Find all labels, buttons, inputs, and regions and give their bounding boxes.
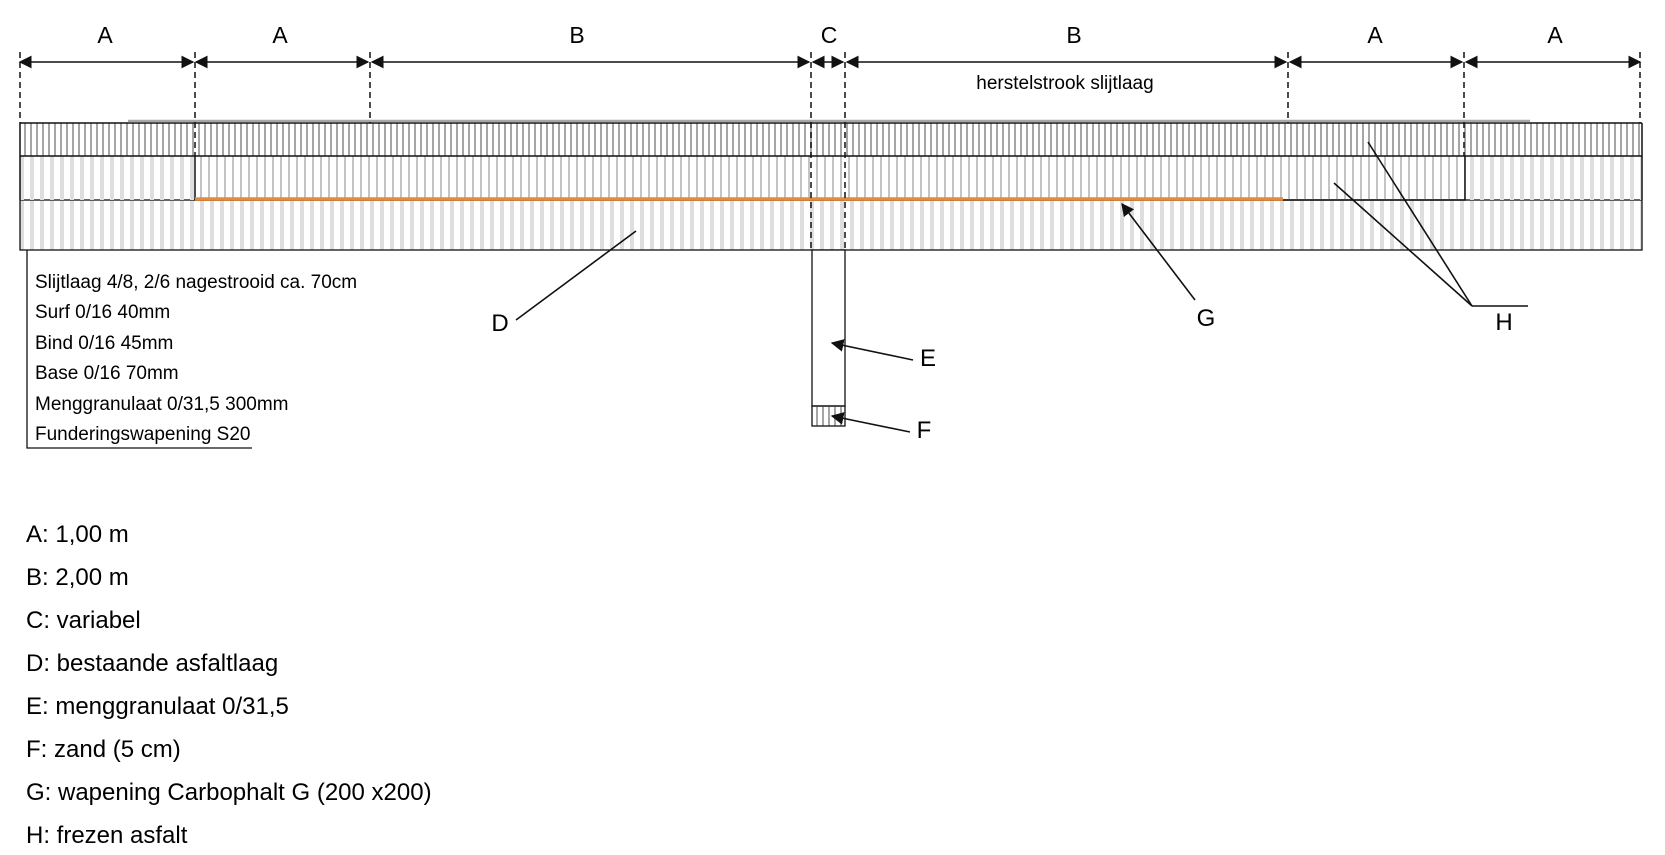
layer-stack-bracket xyxy=(26,250,252,449)
legend-item-c: C: variabel xyxy=(26,607,141,634)
layer-stack-note: Slijtlaag 4/8, 2/6 nagestrooid ca. 70cm … xyxy=(26,250,357,449)
layer-stack-line-6: Funderingswapening S20 xyxy=(35,424,251,445)
callout-e-label: E xyxy=(920,345,936,372)
dim-label-c: C xyxy=(821,22,838,48)
callouts xyxy=(515,141,1528,433)
legend-item-b: B: 2,00 m xyxy=(26,564,129,591)
dim-label-b1: B xyxy=(569,22,584,48)
trench xyxy=(811,249,846,427)
legend-item-a: A: 1,00 m xyxy=(26,521,129,548)
dim-label-a1: A xyxy=(97,22,113,48)
callout-h-leader-2 xyxy=(1333,182,1473,307)
callout-f-label: F xyxy=(917,417,932,444)
dim-label-b2: B xyxy=(1066,22,1081,48)
top-wearing-layer xyxy=(20,123,1642,156)
repair-strip-note: herstelstrook slijtlaag xyxy=(976,73,1153,94)
legend-item-d: D: bestaande asfaltlaag xyxy=(26,650,278,677)
legend-item-g: G: wapening Carbophalt G (200 x200) xyxy=(26,779,432,806)
dimension-row: A A B C B A A herstelstrook slijtlaag xyxy=(18,22,1642,94)
layer-stack-line-1: Slijtlaag 4/8, 2/6 nagestrooid ca. 70cm xyxy=(35,272,357,293)
callout-g-leader xyxy=(1121,202,1196,301)
callout-f-leader xyxy=(830,412,911,433)
callout-h-label: H xyxy=(1495,309,1512,336)
legend-item-h: H: frezen asfalt xyxy=(26,822,188,849)
callout-e-leader xyxy=(830,339,914,361)
legend-item-f: F: zand (5 cm) xyxy=(26,736,181,763)
legend-item-e: E: menggranulaat 0/31,5 xyxy=(26,693,289,720)
extension-lines xyxy=(19,52,1641,250)
dim-label-a4: A xyxy=(1547,22,1563,48)
layer-stack-line-4: Base 0/16 70mm xyxy=(35,363,179,384)
layer-stack-line-5: Menggranulaat 0/31,5 300mm xyxy=(35,394,289,415)
dim-label-a3: A xyxy=(1367,22,1383,48)
middle-layer-milled-area xyxy=(195,156,1465,200)
legend: A: 1,00 m B: 2,00 m C: variabel D: besta… xyxy=(26,521,432,849)
dim-label-a2: A xyxy=(272,22,288,48)
callout-d-label: D xyxy=(491,310,508,337)
middle-layer-outer-left xyxy=(20,156,195,200)
road-layers xyxy=(19,119,1643,251)
layer-stack-line-2: Surf 0/16 40mm xyxy=(35,302,170,323)
callout-g-label: G xyxy=(1197,305,1216,332)
layer-stack-line-3: Bind 0/16 45mm xyxy=(35,333,173,354)
middle-layer-outer-right xyxy=(1465,156,1642,200)
callout-h-leader-1 xyxy=(1367,141,1473,307)
callout-d-leader xyxy=(515,230,637,321)
trench-fill-granulate xyxy=(811,249,846,407)
trench-sand-layer xyxy=(811,405,846,427)
existing-asphalt-layer xyxy=(19,199,1643,251)
